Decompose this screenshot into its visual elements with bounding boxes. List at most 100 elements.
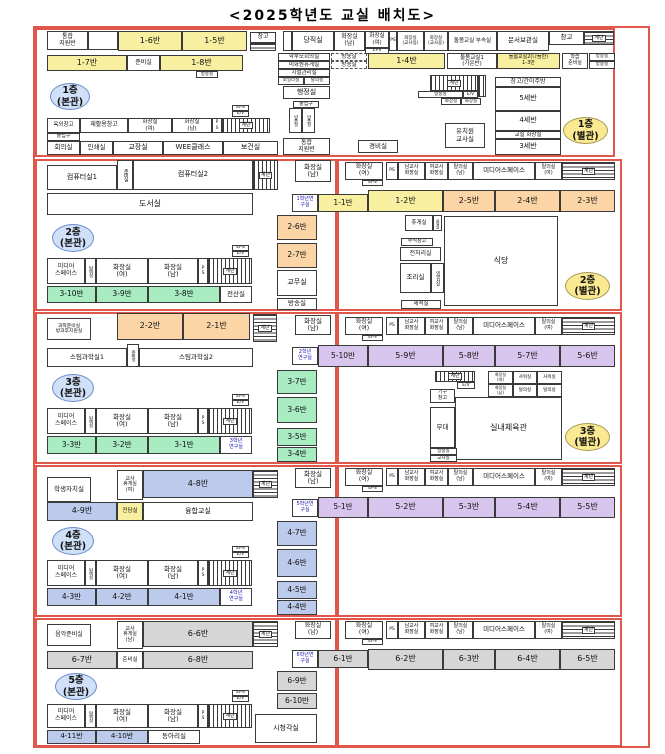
room: 샤워실 [433,215,442,231]
room: 탈의실 (남) [448,162,473,180]
room: 화장실 (여) [345,162,383,180]
room: 탈의실 [85,258,96,284]
room: E/V [232,111,249,117]
room: PS [389,31,397,51]
room: 방송실 [589,53,615,61]
room: 방송실 [289,108,302,133]
room: 3-10반 [47,286,96,303]
room: 탈의실 [85,560,96,586]
room: 미디어 스페이스 [47,258,85,284]
stairs-label: 계단 [581,322,596,330]
room: 1-6반 [118,31,182,51]
stairs: 계단 [430,75,478,91]
room: 당직실 [292,31,334,51]
room: 화장실 (여) [345,468,383,486]
room: 교무실 [277,270,317,296]
floor-band [35,465,337,617]
stairs: 계단 [253,160,278,190]
room: 전처리실 [400,247,441,261]
room: E/V [232,251,249,257]
room: 스팀과학실2 [139,348,253,367]
room: 동아리실 [148,730,200,744]
stairs: 계단 [253,621,278,647]
room: 방송실 [302,108,315,133]
room: 돌봄교실 부속실 [448,31,497,51]
stairs-label: 계단 [581,167,596,175]
room: 무대 [430,407,455,448]
room: 준비실 [117,160,133,190]
room: 여교사 화장실 [425,468,448,486]
stairs [250,43,276,51]
stairs-label: 계단 [581,626,596,634]
stairs-label: 계단 [223,712,237,720]
room: 미디어스페이스 [473,317,535,335]
room: 6-5반 [560,649,615,670]
floor-badge: 4층 (본관) [52,527,94,555]
room: E/V [232,552,249,558]
room: 보건실 [223,141,278,155]
room: 1-7반 [47,55,127,71]
stairs: 계단 [562,162,615,180]
room: 6-8반 [143,651,253,669]
room: 5-1반 [318,497,368,518]
room: EPS [232,546,249,552]
stairs-label: 계단 [447,79,461,87]
room: 교장실 [113,141,163,155]
room [283,31,292,51]
room: 미디어 스페이스 [47,560,85,586]
room: 6-6반 [143,621,253,647]
room: 화장실 (여) [128,118,172,133]
stairs-label: 계단 [258,324,272,332]
floor-band [337,618,622,747]
room: 남교사 화장실 [398,621,425,639]
room: 탈의실 (여) [535,621,562,639]
room: 방송실 [430,448,457,455]
room: PS [386,317,398,335]
room: 탈의실 [304,77,330,85]
room: 시청각실 [255,714,317,743]
room: 4학년 연구실 [220,588,252,606]
stairs-label: 계단 [223,569,237,577]
floor-band [337,465,622,617]
room: 4세반 [495,111,561,131]
room: 돌봄교실2(나눔반) 1-3반 [497,53,560,69]
room: E/V [457,382,475,389]
floor-band [35,618,337,747]
room: 6-9반 [277,671,317,691]
room: 출입구 [293,101,319,108]
room: 재활용창고 [80,118,128,133]
room: 1-2반 [368,190,443,212]
room [88,31,118,50]
room: PS [386,468,398,486]
floor-badge: 5층 (본관) [55,673,97,700]
stairs: 계단 [208,408,252,434]
room: 남교사 화장실 [398,162,425,180]
floor-badge: 2층 (본관) [52,224,94,252]
page-title: <2025학년도 교실 배치도> [228,8,437,24]
room: 도서실 [47,193,253,215]
room: 화장실 (여) [96,704,148,728]
room: EPS [232,245,249,251]
room: 5학년연 구실 [292,499,318,517]
room: 미화원휴게실 [278,61,330,69]
room: 미디어스페이스 [473,468,535,486]
room: 6-1반 [318,650,368,668]
room: 화장실 (남) [334,31,365,51]
stairs-label: 계단 [581,473,596,481]
room: 과학준비실 방과후지원실 [47,318,91,340]
room: 1학년연 구실 [292,194,318,212]
room: 남교사 화장실 [398,317,425,335]
room: 5-9반 [368,345,443,367]
room: 방송실 [589,61,615,69]
room: 미디어스페이스 [473,621,535,639]
room: 융합교실 [143,502,253,521]
stairs-label: 계단 [223,417,237,425]
room: 6학년연 구실 [292,650,318,668]
stairs: 계단 [562,317,615,335]
room: 2-5반 [443,190,495,212]
stairs-label: 계단 [258,630,273,638]
room: 4-2반 [96,588,148,606]
room: 3학년 연구실 [220,436,252,454]
room: 5-4반 [495,497,560,518]
